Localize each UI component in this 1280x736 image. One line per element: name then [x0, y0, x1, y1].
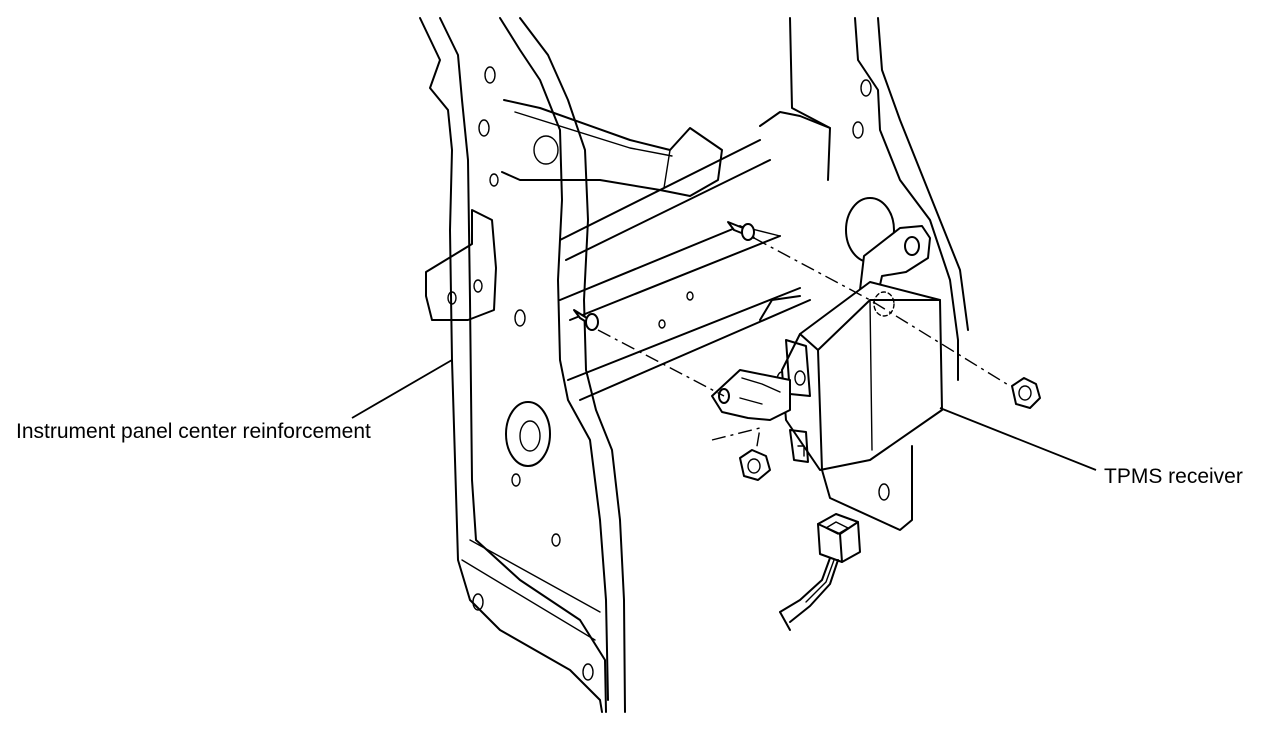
- assembly-centerlines: [597, 237, 1011, 453]
- center-reinforcement-panel: [419, 17, 626, 713]
- label-instrument-panel-center-reinforcement: Instrument panel center reinforcement: [16, 420, 371, 443]
- leader-receiver: [939, 407, 1097, 471]
- tpms-receiver: [711, 225, 943, 471]
- leader-reinforcement: [351, 359, 453, 419]
- nut-upper-right: [1011, 377, 1041, 409]
- nut-lower-left: [739, 449, 771, 481]
- left-side-bracket: [425, 209, 497, 321]
- harness-connector: [779, 513, 861, 631]
- upper-bracket-arm: [501, 99, 723, 197]
- label-tpms-receiver: TPMS receiver: [1104, 465, 1243, 488]
